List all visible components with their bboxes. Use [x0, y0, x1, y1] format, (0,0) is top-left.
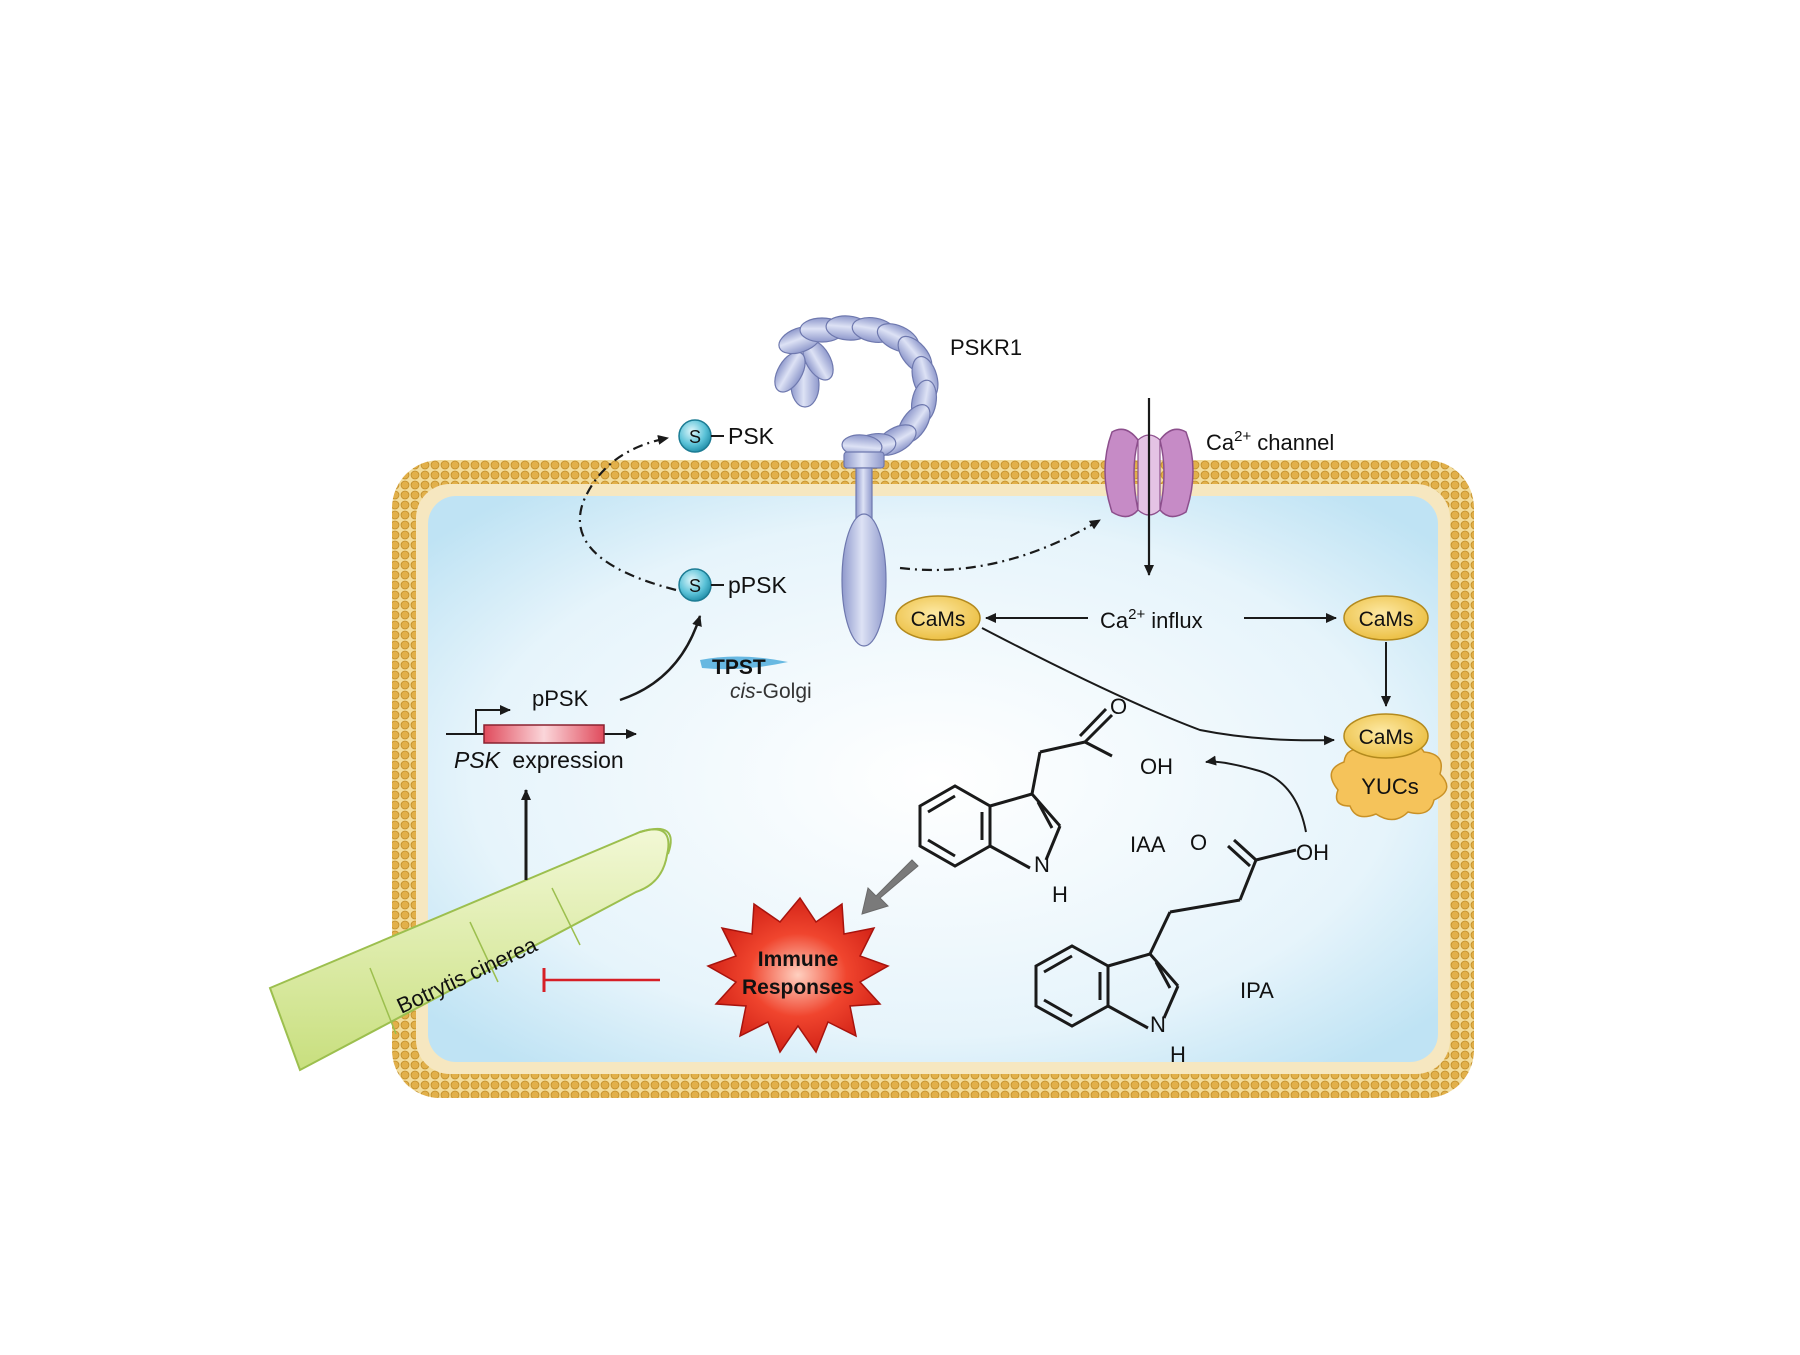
channel-label: Ca2+channel: [1206, 428, 1334, 455]
ppsk-precursor-label: pPSK: [532, 686, 589, 711]
iaa-molecule: [918, 707, 1114, 870]
cis-golgi-label: cis-Golgi: [730, 680, 812, 703]
ipa-oxygen: O: [1190, 830, 1207, 855]
cams-bound-label: CaMs: [1359, 726, 1414, 749]
cell-membrane: [392, 460, 1474, 1098]
ipa-hydrogen: H: [1170, 1042, 1186, 1067]
cams-binding-arrow: [981, 627, 1335, 746]
secretion-arrow: [578, 434, 677, 592]
auxin-arrow: [861, 859, 919, 915]
tpst-golgi: TPST cis-Golgi: [700, 656, 812, 703]
tpst-label: TPST: [712, 656, 766, 679]
pskr1-label: PSKR1: [950, 335, 1022, 360]
yucs-label: YUCs: [1361, 774, 1418, 799]
iaa-hydroxyl: OH: [1140, 754, 1173, 779]
transmembrane-domain: [855, 467, 873, 519]
immune-responses-burst: Immune Responses: [706, 896, 890, 1054]
cams-left: [895, 595, 981, 641]
ipa-molecule: [1034, 838, 1297, 1030]
secreted-psk: S PSK: [678, 419, 775, 453]
psk-label: PSK: [728, 423, 775, 449]
translation-arrow: [619, 615, 702, 702]
ipa-hydroxyl: OH: [1296, 840, 1329, 865]
psk-gene: PSK expression: [446, 705, 637, 773]
iaa-hydrogen: H: [1052, 882, 1068, 907]
yucs-cloud: YUCs: [1330, 739, 1448, 821]
ipa-nitrogen: N: [1150, 1012, 1166, 1037]
sulfate-label-secreted: S: [689, 427, 701, 447]
cams-right: [1343, 595, 1429, 641]
sulfate-label: S: [689, 576, 701, 596]
promoter-arrow: [475, 705, 511, 734]
lrr-coil: [774, 315, 939, 460]
conversion-arrow: [1205, 755, 1307, 833]
calcium-channel: Ca2+channel: [1104, 428, 1334, 518]
psk-expression-label: PSK expression: [454, 747, 624, 773]
kinase-domain: [841, 513, 887, 647]
gene-box: [483, 724, 605, 744]
pskr1-receptor: PSKR1: [774, 315, 1022, 647]
iaa-nitrogen: N: [1034, 852, 1050, 877]
cams-bound: [1343, 713, 1429, 759]
ipa-label: IPA: [1240, 978, 1274, 1003]
influx-label: Ca2+influx: [1100, 606, 1203, 633]
iaa-label: IAA: [1130, 832, 1166, 857]
activation-arrow: [899, 519, 1101, 572]
immune-line1: Immune: [758, 948, 839, 971]
inhibition-line: [542, 968, 660, 992]
cams-left-label: CaMs: [911, 608, 966, 631]
cams-right-label: CaMs: [1359, 608, 1414, 631]
cytoplasm: [428, 496, 1438, 1062]
iaa-oxygen: O: [1110, 694, 1127, 719]
sulfated-ppsk: S pPSK: [678, 568, 787, 602]
ppsk-label: pPSK: [728, 572, 787, 598]
immune-line2: Responses: [742, 976, 854, 999]
